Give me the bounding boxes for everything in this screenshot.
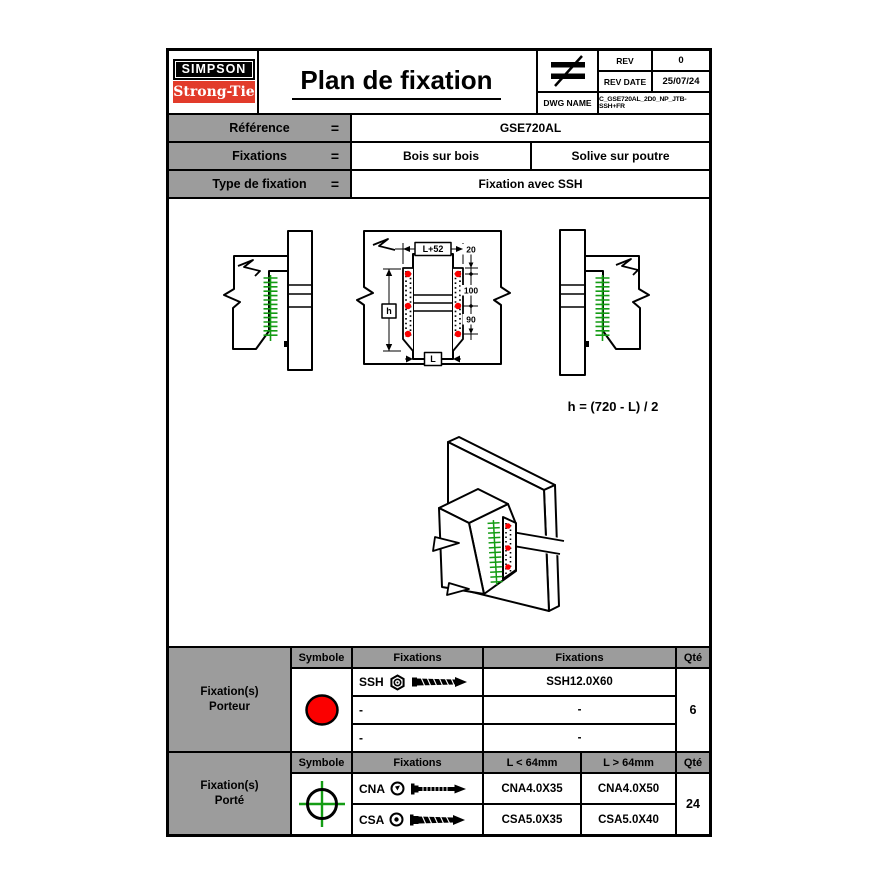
right-side-view: [559, 229, 650, 376]
rev-label: REV: [599, 51, 651, 70]
dimension-height: h: [381, 268, 401, 352]
reference-table: Référence = GSE720AL Fixations = Bois su…: [169, 115, 709, 197]
hanger-flange-left: [402, 267, 414, 352]
fixation-ref: SSH12.0X60: [484, 669, 675, 695]
porte-table: Fixation(s)Porté Symbole Fixations L < 6…: [169, 751, 709, 834]
fixation-row: CNA: [353, 774, 482, 803]
dim-label-h: h: [386, 306, 392, 316]
screws-side-view: [595, 275, 610, 341]
fixations-label-cell: Fixations =: [169, 143, 350, 169]
strongtie-logo: Strong-Tie: [173, 81, 255, 103]
fixation-row: CSA: [353, 805, 482, 834]
revision-block: REV 0 REV DATE 25/07/24 DWG NAME C_GSE72…: [536, 51, 709, 113]
break-symbol: [615, 258, 639, 276]
dim-label-20: 20: [466, 245, 476, 255]
rev-date-value: 25/07/24: [653, 72, 709, 91]
fixation-ref-short: CNA4.0X35: [484, 774, 580, 803]
porteur-row-label: Fixation(s)Porteur: [169, 648, 290, 751]
dim-label-100: 100: [464, 286, 478, 296]
technical-drawing: L+52 L: [223, 229, 659, 612]
fixation-row: -: [353, 697, 482, 723]
ssh-screw-icon: [411, 677, 467, 687]
drawing-sheet-frame: SIMPSON Strong-Tie Plan de fixation REV …: [166, 48, 712, 837]
fixation-ref: -: [484, 725, 675, 751]
porte-qty: 24: [677, 774, 709, 834]
page-title: Plan de fixation: [292, 65, 501, 100]
porteur-table: Fixation(s)Porteur Symbole Fixations Fix…: [169, 646, 709, 751]
porteur-symbol-cell: [292, 669, 351, 751]
dimension-top: L+52: [395, 241, 471, 264]
csa-screw-icon: [410, 814, 466, 825]
hanger-flange-right: [452, 267, 464, 352]
reference-value: GSE720AL: [352, 115, 709, 141]
col-header-fixations: Fixations: [353, 648, 482, 667]
simpson-logo-text: SIMPSON: [175, 61, 253, 78]
document-title-cell: Plan de fixation: [257, 51, 536, 113]
porteur-qty: 6: [677, 669, 709, 751]
fastener-markers: [505, 523, 511, 570]
col-header-qty: Qté: [677, 648, 709, 667]
rev-value: 0: [653, 51, 709, 70]
dim-label-top: L+52: [423, 244, 444, 254]
col-header-length-short: L < 64mm: [484, 753, 580, 772]
title-block: SIMPSON Strong-Tie Plan de fixation REV …: [169, 51, 709, 115]
simpson-logo: SIMPSON: [173, 59, 255, 80]
porte-symbol-cell: [292, 774, 351, 834]
front-view: L+52 L: [356, 230, 511, 367]
cna-nail-icon: [411, 783, 466, 794]
equals-sign: =: [330, 176, 339, 192]
isometric-view: [432, 436, 566, 612]
screws-side-view: [263, 275, 278, 341]
break-symbol: [432, 536, 460, 552]
hex-washer-head-icon: [390, 673, 405, 691]
equals-sign: =: [330, 148, 339, 164]
fixation-row: -: [353, 725, 482, 751]
fixation-ref-long: CNA4.0X50: [582, 774, 675, 803]
dim-label-bottom: L: [430, 354, 436, 364]
logo-cell: SIMPSON Strong-Tie: [169, 51, 259, 113]
break-symbol: [237, 259, 261, 277]
drawing-area: L+52 L: [169, 197, 709, 646]
equals-sign: =: [330, 120, 339, 136]
screws-side-view: [487, 520, 503, 585]
col-header-qty: Qté: [677, 753, 709, 772]
col-header-symbole: Symbole: [292, 753, 351, 772]
type-value: Fixation avec SSH: [352, 171, 709, 197]
dim-label-90: 90: [466, 315, 476, 325]
projection-symbol-cell: [538, 51, 597, 91]
dimension-bottom: L: [405, 351, 461, 367]
fastener-markers: [404, 270, 462, 338]
left-side-view: [223, 230, 313, 371]
reference-label-cell: Référence =: [169, 115, 350, 141]
col-header-fixations: Fixations: [484, 648, 675, 667]
rev-date-label: REV DATE: [599, 72, 651, 91]
fixations-value-2: Solive sur poutre: [532, 143, 709, 169]
fixation-ref: -: [484, 697, 675, 723]
red-circle-symbol-icon: [304, 694, 339, 726]
col-header-length-long: L > 64mm: [582, 753, 675, 772]
fixation-ref-short: CSA5.0X35: [484, 805, 580, 834]
type-label-cell: Type de fixation =: [169, 171, 350, 197]
crosshair-symbol-icon: [298, 781, 345, 827]
joist-front: [412, 253, 454, 360]
porte-row-label: Fixation(s)Porté: [169, 753, 290, 834]
fixation-ref-long: CSA5.0X40: [582, 805, 675, 834]
break-symbol: [372, 238, 396, 251]
col-header-symbole: Symbole: [292, 648, 351, 667]
height-formula: h = (720 - L) / 2: [568, 399, 659, 414]
dwg-name-label: DWG NAME: [538, 93, 597, 113]
not-equal-projection-icon: [550, 55, 585, 87]
dwg-name-value: C_GSE720AL_2D0_NP_JTB-SSH+FR: [599, 93, 709, 113]
cna-head-icon: [390, 781, 405, 796]
break-symbol: [446, 582, 470, 596]
col-header-fixations: Fixations: [353, 753, 482, 772]
fixations-value-1: Bois sur bois: [352, 143, 530, 169]
csa-head-icon: [389, 812, 404, 827]
fixation-row: SSH: [353, 669, 482, 695]
dimension-chain-right: 20 100 90: [460, 244, 482, 340]
